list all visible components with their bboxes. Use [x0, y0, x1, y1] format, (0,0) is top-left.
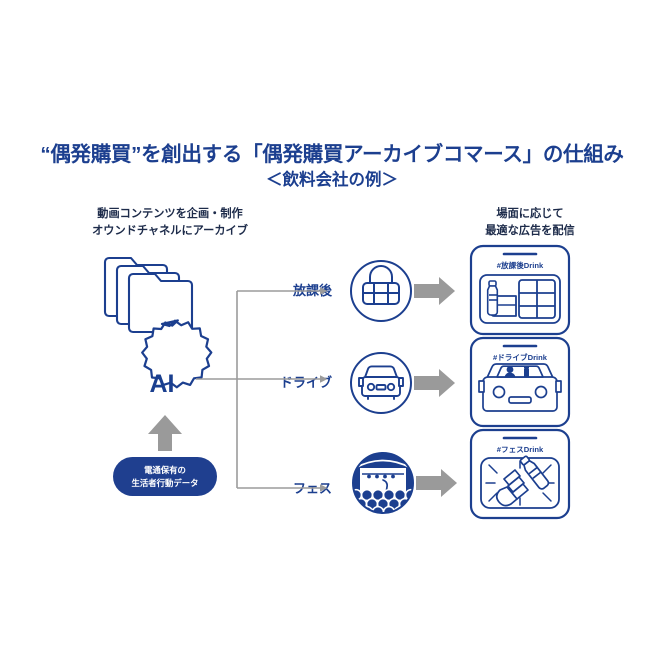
- ad-phone-festival: #フェスDrink: [469, 428, 571, 520]
- ai-label: AI: [150, 370, 175, 398]
- caption-right-line2: 最適な広告を配信: [485, 224, 575, 237]
- scene-icon-after-school: [350, 260, 412, 322]
- data-pill-line2: 生活者行動データ: [131, 477, 199, 488]
- data-pill-line1: 電通保有の: [144, 465, 186, 476]
- folder-stack-icon: [103, 256, 194, 334]
- caption-left: 動画コンテンツを企画・制作 オウンドチャネルにアーカイブ: [65, 206, 275, 240]
- locker-bottle-icon: [479, 274, 561, 324]
- data-pill: 電通保有の 生活者行動データ: [113, 457, 217, 496]
- arrow-scene-to-ad-1: [414, 277, 455, 305]
- branch-connector: [196, 290, 320, 489]
- arrow-scene-to-ad-2: [414, 369, 455, 397]
- ad-label-after-school: #放課後Drink: [497, 260, 544, 270]
- ad-label-festival: #フェスDrink: [497, 445, 544, 454]
- caption-right: 場面に応じて 最適な広告を配信: [425, 206, 635, 240]
- ad-phone-after-school: #放課後Drink: [469, 244, 571, 336]
- duffel-bag-icon: [362, 265, 400, 305]
- ai-gear-node: AI: [141, 319, 213, 398]
- branch-arrowheads: [320, 287, 328, 492]
- ad-label-drive: #ドライブDrink: [493, 352, 548, 362]
- car-interior-icon: [478, 363, 562, 412]
- page-title: “偶発購買”を創出する「偶発購買アーカイブコマース」の仕組み: [40, 143, 624, 166]
- arrow-scene-to-ad-3: [416, 469, 457, 497]
- arrow-pill-to-ai: [148, 415, 182, 451]
- scene-icon-festival: [352, 452, 414, 514]
- ad-phone-drive: #ドライブDrink: [469, 336, 571, 428]
- page-subtitle: ＜飲料会社の例＞: [266, 170, 398, 189]
- caption-right-line1: 場面に応じて: [496, 208, 564, 220]
- scene-icon-drive: [350, 352, 412, 414]
- caption-left-line1: 動画コンテンツを企画・制作: [97, 208, 243, 220]
- car-icon: [358, 365, 404, 400]
- title-block: “偶発購買”を創出する「偶発購買アーカイブコマース」の仕組み ＜飲料会社の例＞: [0, 143, 664, 190]
- hand-bottle-icon: [480, 455, 560, 509]
- caption-left-line2: オウンドチャネルにアーカイブ: [92, 224, 248, 237]
